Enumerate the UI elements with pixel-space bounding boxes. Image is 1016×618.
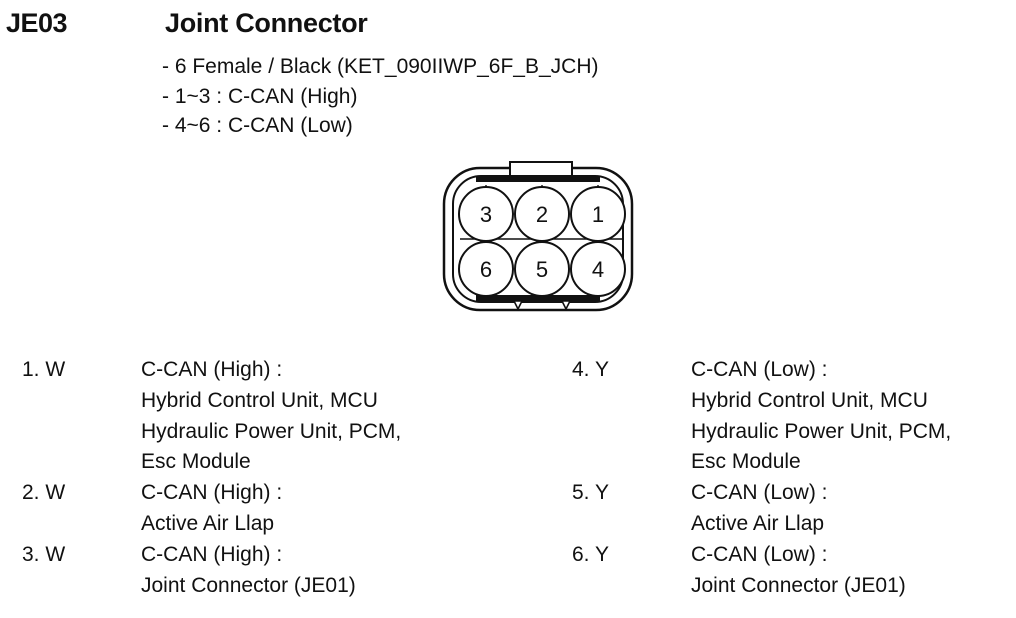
key-right [560, 300, 572, 311]
pin-number: 4. Y [572, 358, 609, 381]
pin-3-label: 3 [480, 202, 492, 227]
pin-4: 4 [570, 241, 626, 297]
spec-line-low: - 4~6 : C-CAN (Low) [162, 114, 353, 137]
pin-desc-line: Joint Connector (JE01) [141, 573, 356, 597]
pin-desc-line: C-CAN (Low) : [691, 542, 828, 566]
pin-2-label: 2 [536, 202, 548, 227]
pin-desc-line: C-CAN (High) : [141, 542, 283, 566]
pin-5: 5 [514, 241, 570, 297]
pin-list-left-descriptions: C-CAN (High) : Hybrid Control Unit, MCU … [141, 355, 401, 601]
latch-tab [509, 161, 573, 177]
connector-specs: - 6 Female / Black (KET_090IIWP_6F_B_JCH… [162, 52, 598, 141]
pin-desc-line: C-CAN (High) : [141, 481, 283, 505]
spec-line-type: - 6 Female / Black (KET_090IIWP_6F_B_JCH… [162, 55, 599, 78]
pin-1-label: 1 [592, 202, 604, 227]
key-left [512, 300, 524, 311]
pin-2: 2 [514, 186, 570, 242]
pin-3: 3 [458, 186, 514, 242]
spec-line-high: - 1~3 : C-CAN (High) [162, 84, 358, 108]
connector-face-diagram: 3 2 1 6 5 4 [442, 161, 634, 312]
pin-number: 5. Y [572, 481, 609, 505]
pin-desc-line: Esc Module [691, 450, 801, 474]
pin-6-label: 6 [480, 257, 492, 282]
pin-list-right-descriptions: C-CAN (Low) : Hybrid Control Unit, MCU H… [691, 355, 951, 601]
connector-code: JE03 [6, 8, 68, 38]
pin-desc-line: C-CAN (High) : [141, 358, 283, 381]
pin-list-left-numbers: 1. W 2. W 3. W [22, 355, 65, 571]
pin-number: 1. W [22, 358, 66, 381]
pin-desc-line: C-CAN (Low) : [691, 358, 828, 381]
pin-desc-line: Hybrid Control Unit, MCU [691, 388, 928, 412]
pin-desc-line: Joint Connector (JE01) [691, 573, 906, 597]
pin-list-right-numbers: 4. Y 5. Y 6. Y [572, 355, 609, 571]
pin-number: 2. W [22, 481, 66, 505]
connector-title: Joint Connector [165, 8, 368, 38]
pin-desc-line: Hydraulic Power Unit, PCM, [141, 419, 402, 443]
pin-desc-line: Active Air Llap [691, 511, 825, 535]
pin-6: 6 [458, 241, 514, 297]
pin-4-label: 4 [592, 257, 604, 282]
pin-number: 6. Y [572, 542, 609, 566]
pin-number: 3. W [22, 542, 66, 566]
pin-desc-line: Hybrid Control Unit, MCU [141, 388, 378, 412]
pin-desc-line: Esc Module [141, 450, 251, 474]
pin-desc-line: Hydraulic Power Unit, PCM, [691, 419, 952, 443]
pin-desc-line: Active Air Llap [141, 511, 275, 535]
pin-1: 1 [570, 186, 626, 242]
pin-desc-line: C-CAN (Low) : [691, 481, 828, 505]
pin-5-label: 5 [536, 257, 548, 282]
top-rail [476, 176, 600, 182]
bottom-rail [476, 295, 600, 301]
